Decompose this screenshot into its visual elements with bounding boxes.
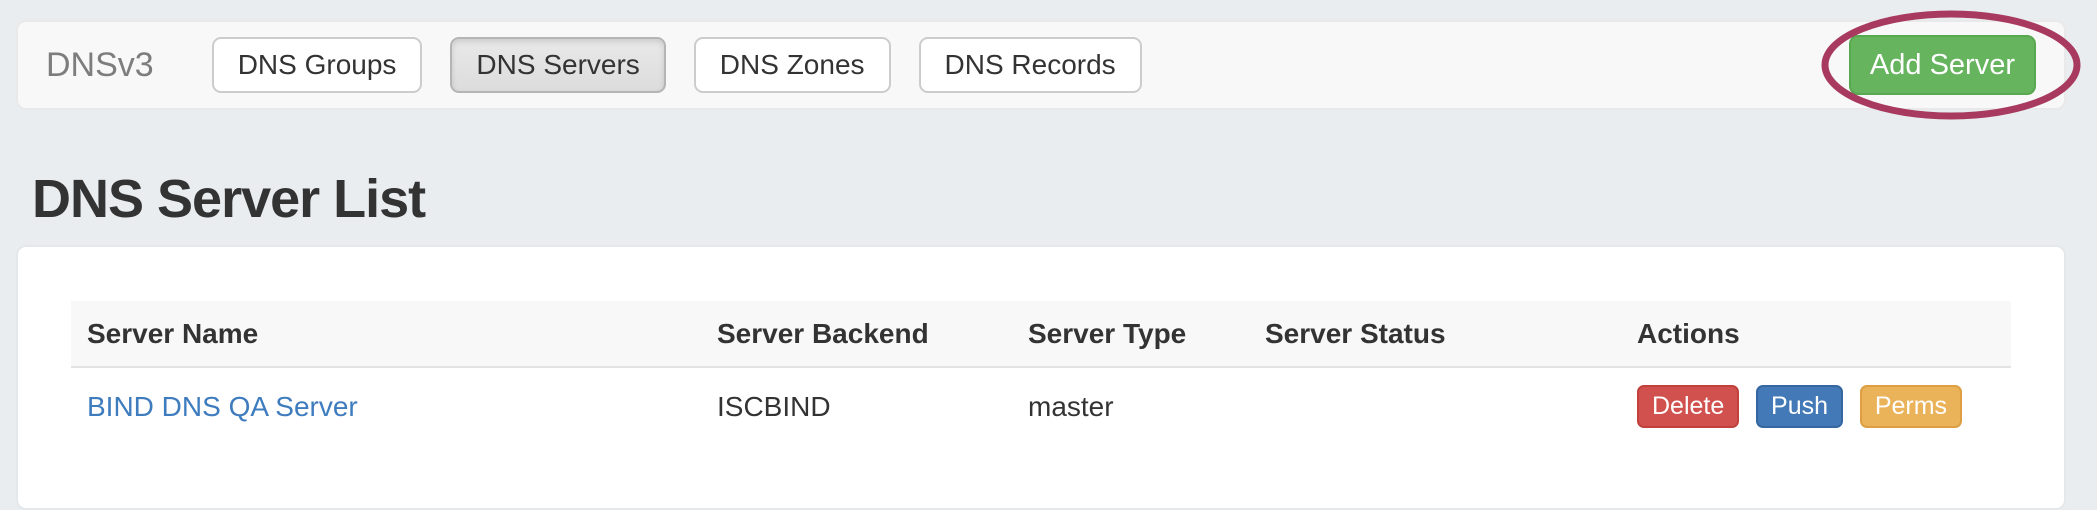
delete-button[interactable]: Delete xyxy=(1637,385,1740,428)
cell-actions: Delete Push Perms xyxy=(1621,367,2011,448)
table-header: Server Name Server Backend Server Type S… xyxy=(71,301,2011,368)
nav-button-dns-servers[interactable]: DNS Servers xyxy=(450,37,666,93)
table-body: BIND DNS QA Server ISCBIND master Delete… xyxy=(71,367,2011,448)
push-button[interactable]: Push xyxy=(1756,385,1844,428)
perms-button[interactable]: Perms xyxy=(1859,385,1963,428)
cell-server-backend: ISCBIND xyxy=(717,390,831,422)
nav-button-group: DNS Groups DNS Servers DNS Zones DNS Rec… xyxy=(211,37,1142,93)
server-name-link[interactable]: BIND DNS QA Server xyxy=(87,390,358,422)
brand-dnsv3[interactable]: DNSv3 xyxy=(46,45,154,84)
nav-button-dns-groups[interactable]: DNS Groups xyxy=(211,37,423,93)
table-row: BIND DNS QA Server ISCBIND master Delete… xyxy=(71,367,2011,448)
column-header-server-backend: Server Backend xyxy=(701,301,1012,368)
cell-server-type: master xyxy=(1028,390,1114,422)
cell-server-name: BIND DNS QA Server xyxy=(71,367,701,448)
column-header-server-type: Server Type xyxy=(1012,301,1249,368)
page-title: DNS Server List xyxy=(32,169,426,229)
server-table: Server Name Server Backend Server Type S… xyxy=(71,301,2011,448)
page-container: DNSv3 DNS Groups DNS Servers DNS Zones D… xyxy=(16,0,2066,510)
column-header-actions: Actions xyxy=(1621,301,2011,368)
column-header-server-status: Server Status xyxy=(1249,301,1621,368)
table-header-row: Server Name Server Backend Server Type S… xyxy=(71,301,2011,368)
nav-button-dns-records[interactable]: DNS Records xyxy=(918,37,1142,93)
add-server-button[interactable]: Add Server xyxy=(1848,35,2036,95)
navbar: DNSv3 DNS Groups DNS Servers DNS Zones D… xyxy=(16,20,2066,110)
column-header-server-name: Server Name xyxy=(71,301,701,368)
cell-server-status xyxy=(1249,367,1621,448)
server-list-card: Server Name Server Backend Server Type S… xyxy=(16,245,2066,510)
nav-button-dns-zones[interactable]: DNS Zones xyxy=(693,37,891,93)
